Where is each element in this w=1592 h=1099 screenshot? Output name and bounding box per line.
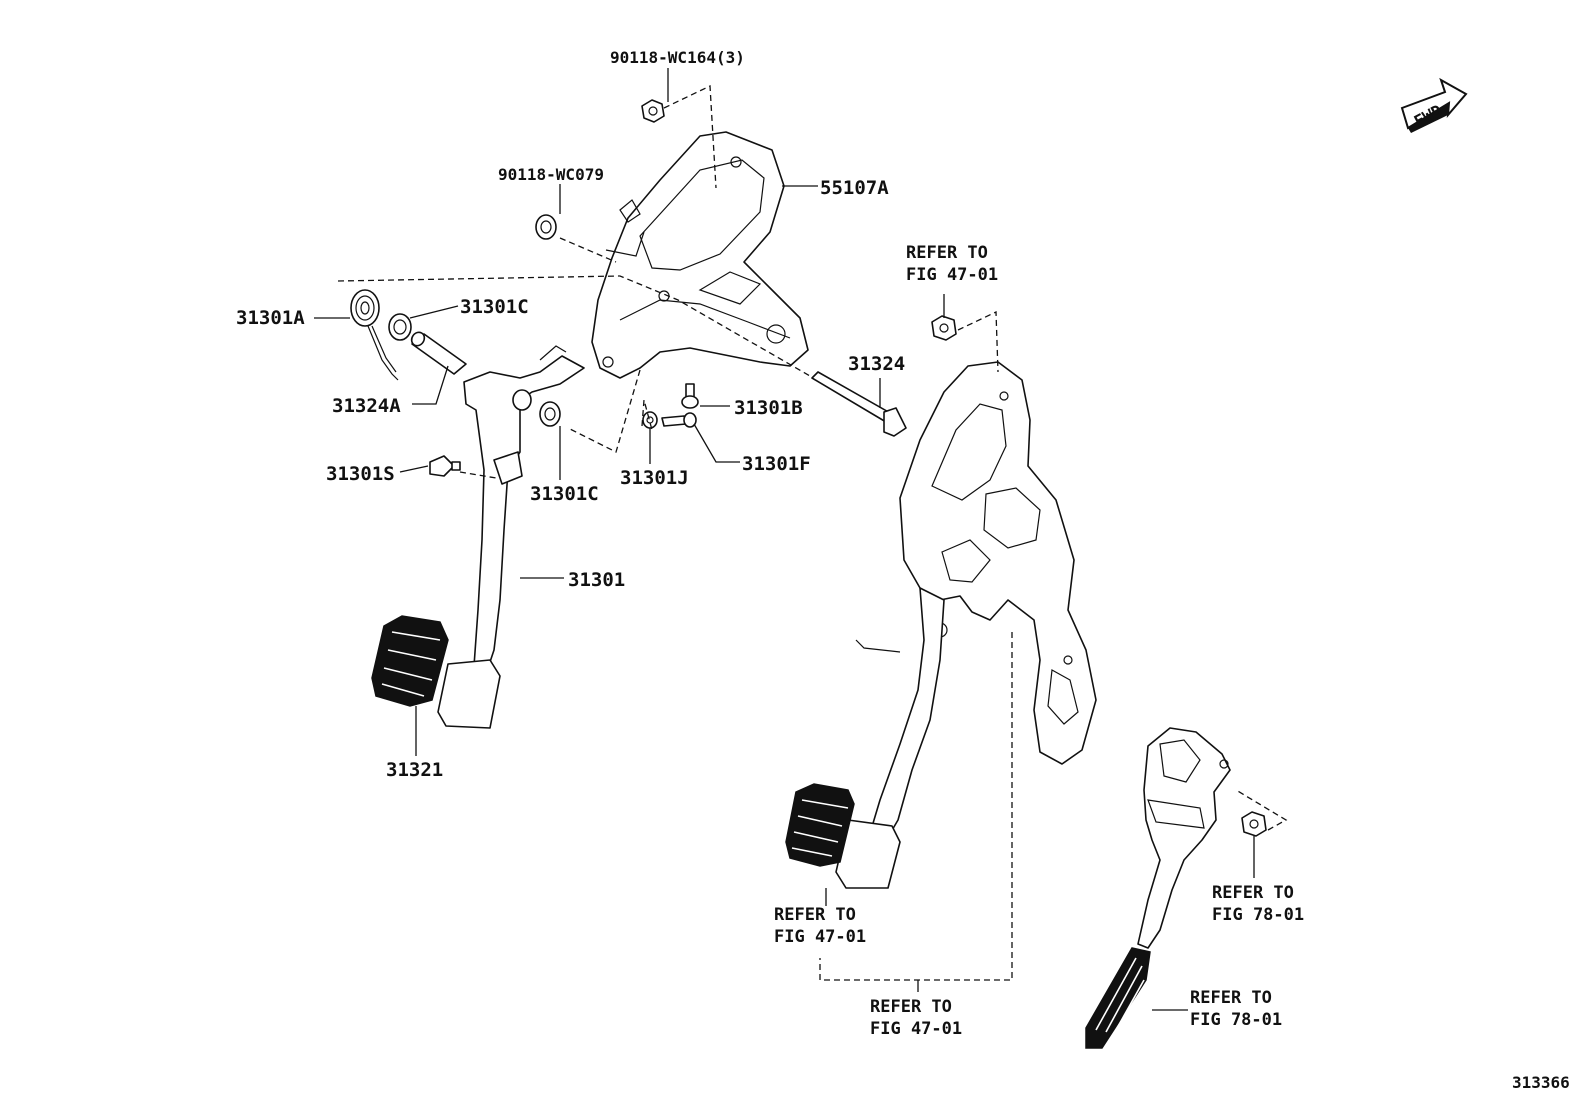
clutch-pedal-31301 [437, 345, 585, 729]
bushing-31301c-low-icon [539, 401, 561, 427]
refer-5-line1: REFER TO [1190, 988, 1272, 1008]
bolt-31324-icon [811, 371, 907, 437]
pin-31324a-icon [410, 331, 467, 375]
bolt-31301b-icon [681, 383, 699, 409]
refer-5-line2: FIG 78-01 [1190, 1010, 1282, 1030]
pedal-pad-31321-icon [371, 615, 449, 707]
label-55107a: 55107A [820, 177, 889, 199]
refer-4-line2: FIG 78-01 [1212, 905, 1304, 925]
label-31324: 31324 [848, 353, 905, 375]
refer-3-line1: REFER TO [870, 997, 952, 1017]
refer-2-line2: FIG 47-01 [774, 927, 866, 947]
assembly-dashed-lines [337, 84, 1288, 981]
refer-1-line2: FIG 47-01 [906, 265, 998, 285]
bracket-55107a [591, 131, 809, 379]
refer-1-line1: REFER TO [906, 243, 988, 263]
nut-90118-wc079-icon [535, 214, 557, 240]
bolt-31301f-icon [661, 412, 697, 428]
leader-lines [314, 68, 1255, 1011]
stopper-31301s-icon [429, 455, 461, 477]
label-31301a: 31301A [236, 307, 305, 329]
refer-3-line2: FIG 47-01 [870, 1019, 962, 1039]
label-31324a: 31324A [332, 395, 401, 417]
label-31301c-top: 31301C [460, 296, 529, 318]
refer-2-line1: REFER TO [774, 905, 856, 925]
part-labels: 90118-WC164(3) 90118-WC079 55107A 31301A… [236, 48, 1570, 1092]
label-31301j: 31301J [620, 467, 689, 489]
label-31321: 31321 [386, 759, 443, 781]
bushing-31301c-top-icon [388, 313, 412, 341]
label-31301f: 31301F [742, 453, 811, 475]
brake-pedal-pad-icon [785, 783, 855, 867]
accelerator-pedal-assembly [1085, 727, 1231, 1049]
label-31301c-low: 31301C [530, 483, 599, 505]
refer-labels: REFER TO FIG 47-01 REFER TO FIG 47-01 RE… [774, 243, 1304, 1039]
spring-31301a-icon [350, 289, 399, 381]
nut-31301j-icon [642, 411, 658, 429]
fwd-arrow-icon: FWD [1400, 77, 1468, 133]
label-nut-90118-wc079: 90118-WC079 [498, 165, 604, 184]
figure-id: 313366 [1512, 1073, 1570, 1092]
refer-4-line1: REFER TO [1212, 883, 1294, 903]
nut-refer-47-01-icon [931, 315, 957, 341]
label-31301b: 31301B [734, 397, 803, 419]
brake-pedal-assembly [835, 361, 1097, 889]
label-31301: 31301 [568, 569, 625, 591]
nut-refer-78-01-icon [1241, 811, 1267, 837]
label-nut-90118-wc164: 90118-WC164(3) [610, 48, 745, 67]
nut-90118-wc164-icon [641, 99, 665, 123]
label-31301s: 31301S [326, 463, 395, 485]
